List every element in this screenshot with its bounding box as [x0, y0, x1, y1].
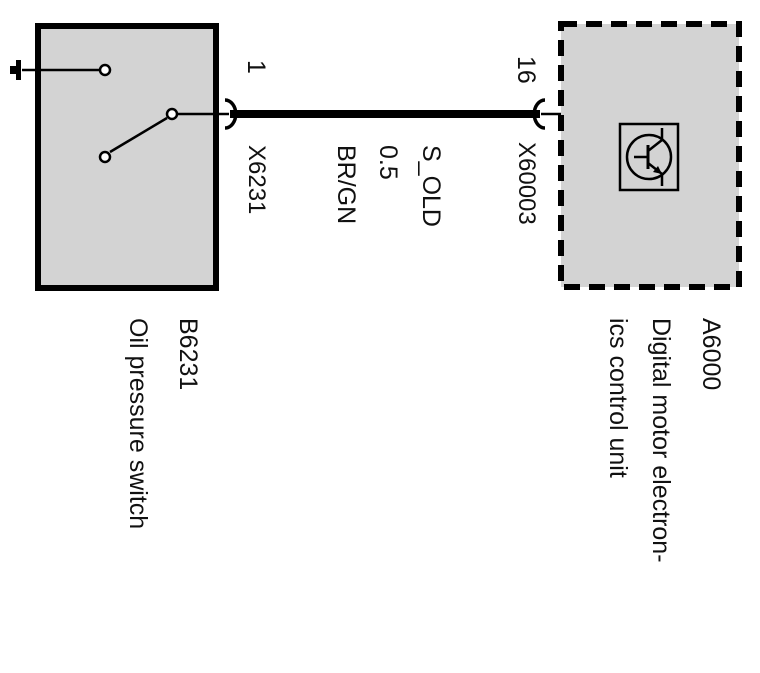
- switch-name-label: Oil pressure switch: [124, 318, 152, 530]
- transistor-icon: [618, 122, 680, 192]
- ground-contact-terminal: [98, 63, 112, 77]
- ecu-name-line1: Digital motor electron-: [647, 318, 675, 563]
- pin-label-ecu: 16: [512, 56, 540, 84]
- connector-label-switch: X6231: [243, 145, 270, 215]
- wire-signal-label: S_OLD: [417, 145, 445, 227]
- ground-icon: [10, 60, 100, 80]
- switch-ref-label: B6231: [174, 318, 202, 391]
- ecu-name-line2: ics control unit: [604, 318, 632, 478]
- wire-gauge-label: 0.5: [374, 145, 402, 180]
- wire-s-old: [230, 110, 540, 118]
- connector-x60003-icon: [532, 98, 546, 130]
- ecu-box: [558, 21, 742, 290]
- connector-label-ecu: X60003: [513, 142, 540, 225]
- ecu-ref-label: A6000: [697, 318, 725, 391]
- wire-color-label: BR/GN: [332, 145, 360, 225]
- oil-pressure-switch-box: [35, 23, 219, 291]
- switch-contact-icon: [98, 107, 216, 164]
- pin-label-switch: 1: [242, 60, 270, 74]
